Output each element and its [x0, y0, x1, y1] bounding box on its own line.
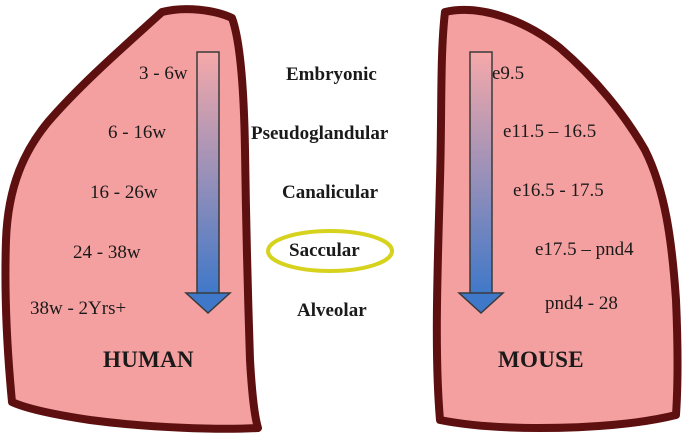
human-time-embryonic: 3 - 6w	[139, 63, 188, 84]
stage-name-saccular: Saccular	[289, 240, 360, 261]
species-label-human: HUMAN	[103, 347, 194, 372]
human-time-canalicular: 16 - 26w	[90, 182, 158, 203]
mouse-timeline-arrow	[457, 51, 505, 315]
human-lung-shape	[1, 5, 262, 433]
stage-name-alveolar: Alveolar	[297, 300, 367, 321]
human-time-saccular: 24 - 38w	[73, 242, 141, 263]
species-label-mouse: MOUSE	[498, 347, 584, 372]
human-time-pseudoglandular: 6 - 16w	[108, 122, 167, 143]
stage-name-pseudoglandular: Pseudoglandular	[251, 123, 389, 144]
mouse-lung-shape	[432, 5, 682, 432]
mouse-time-pseudoglandular: e11.5 – 16.5	[503, 121, 597, 142]
mouse-time-saccular: e17.5 – pnd4	[535, 239, 634, 260]
saccular-highlight-ring	[266, 229, 394, 273]
stage-name-canalicular: Canalicular	[282, 182, 379, 203]
mouse-time-alveolar: pnd4 - 28	[545, 293, 618, 314]
human-timeline-arrow	[184, 51, 232, 315]
human-time-alveolar: 38w - 2Yrs+	[30, 298, 127, 319]
mouse-time-embryonic: e9.5	[492, 63, 525, 84]
mouse-time-canalicular: e16.5 - 17.5	[513, 180, 604, 201]
stage-name-embryonic: Embryonic	[286, 64, 377, 85]
